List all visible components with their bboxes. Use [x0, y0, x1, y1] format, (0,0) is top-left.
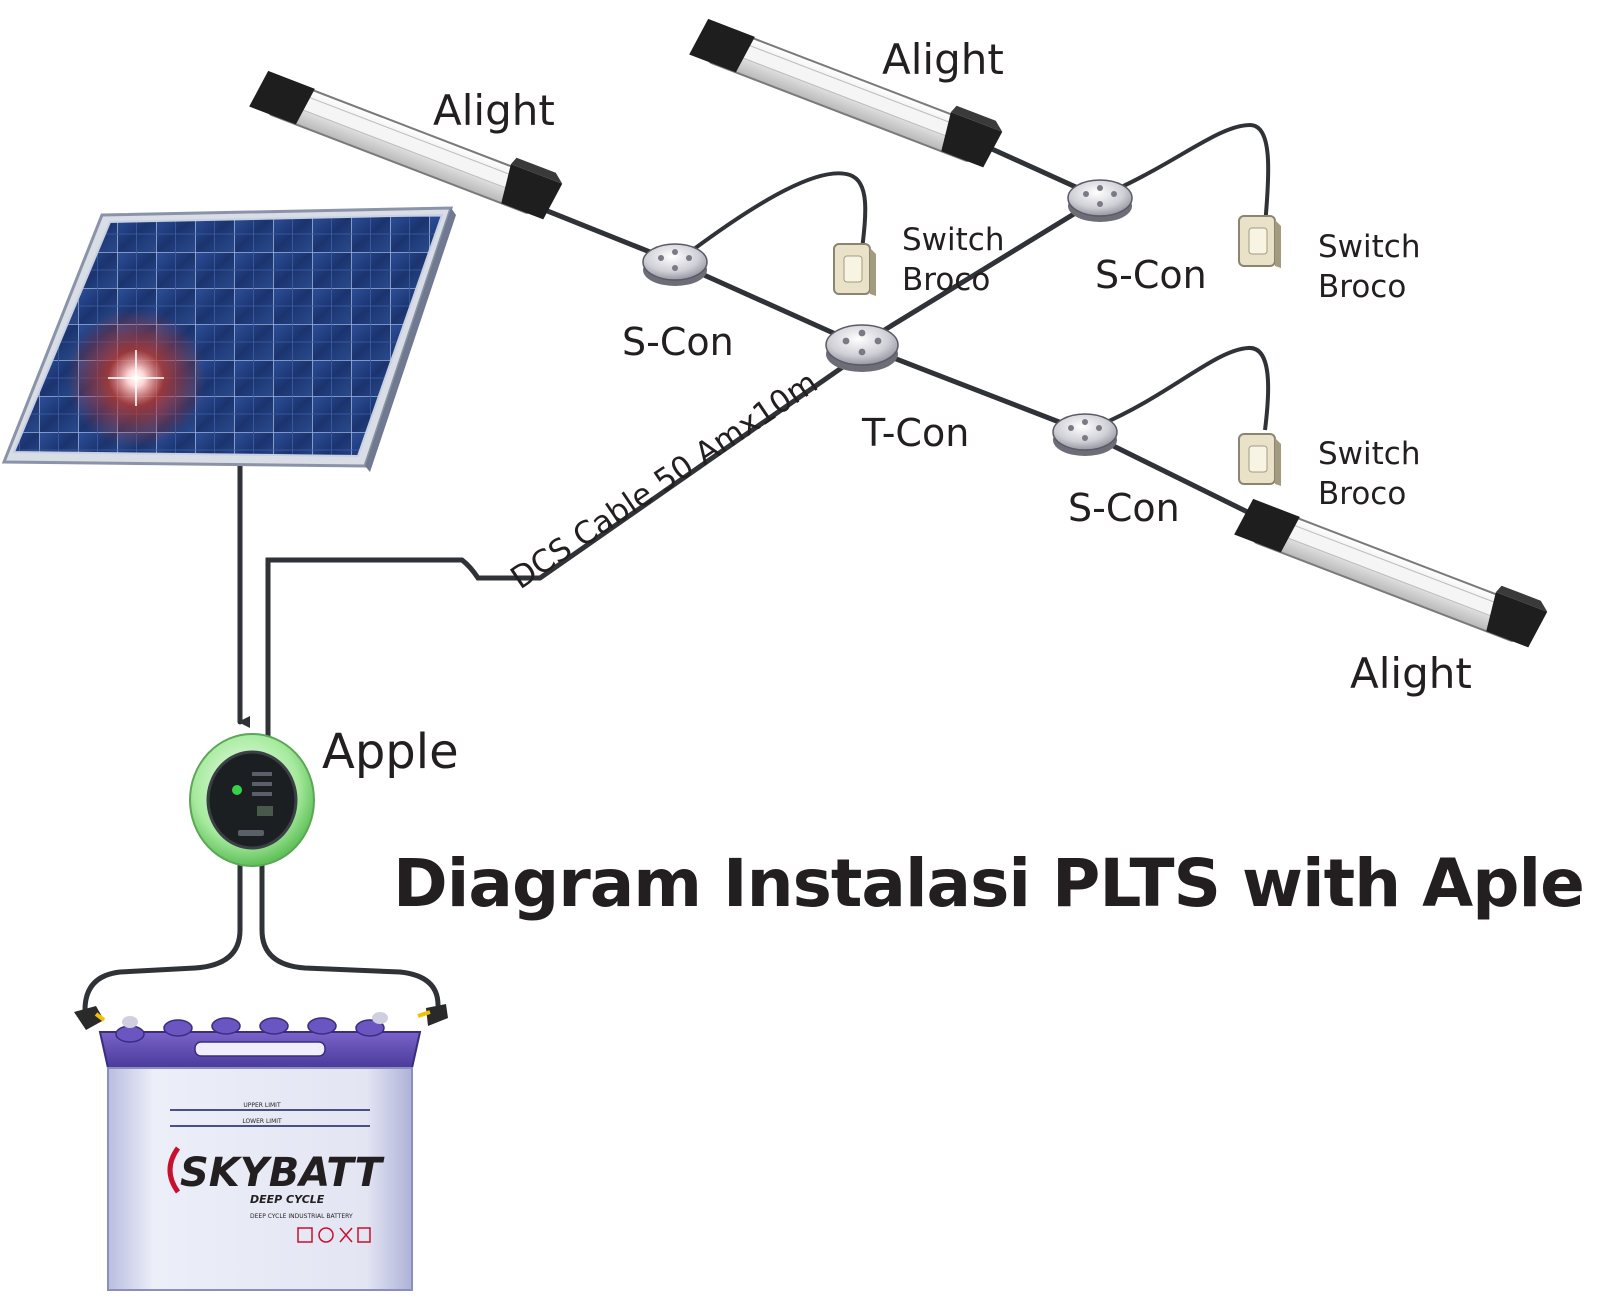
label-lamp-1: Alight — [433, 86, 555, 135]
label-s-con-1: S-Con — [622, 320, 734, 364]
switch-2 — [1238, 215, 1281, 268]
wire-tcon-scon2 — [857, 195, 1103, 348]
battery-tagline: DEEP CYCLE INDUSTRIAL BATTERY — [250, 1213, 353, 1220]
battery-subtitle: DEEP CYCLE — [250, 1193, 325, 1206]
s-con-1 — [642, 243, 708, 286]
wire-scon2-switch2 — [1114, 122, 1271, 226]
lamp-2 — [689, 18, 1003, 168]
switch-1 — [833, 243, 876, 296]
battery-cert-icons — [297, 1227, 371, 1243]
label-t-con: T-Con — [861, 411, 969, 455]
label-switch-2-line2: Broco — [1318, 269, 1406, 305]
label-controller: Apple — [322, 724, 459, 780]
diagram-title: Diagram Instalasi PLTS with Aple — [393, 845, 1584, 922]
label-switch-2-line1: Switch — [1318, 229, 1421, 265]
wire-controller-battery-left — [82, 859, 243, 1013]
battery-upper-limit: UPPER LIMIT — [243, 1102, 281, 1109]
wire-scon3-switch3 — [1099, 346, 1271, 431]
wire-scon1-tcon — [672, 259, 863, 348]
s-con-3 — [1052, 413, 1118, 456]
switch-3 — [1238, 433, 1281, 486]
wire-controller-battery-right — [259, 859, 441, 1008]
label-dcs-cable: DCS Cable 50 Amx10m — [504, 365, 824, 597]
solar-panel — [1, 206, 456, 472]
battery: UPPER LIMIT LOWER LIMIT SKYBATT DEEP CYC… — [74, 1004, 448, 1291]
wire-tcon-scon3 — [857, 342, 1088, 435]
label-s-con-2: S-Con — [1095, 253, 1207, 297]
lamp-3 — [1234, 498, 1548, 648]
label-switch-1-line1: Switch — [902, 222, 1005, 258]
battery-brand: SKYBATT — [180, 1150, 385, 1196]
label-lamp-3: Alight — [1350, 649, 1472, 698]
wire-dcs-cable — [265, 352, 863, 741]
label-switch-3-line2: Broco — [1318, 476, 1406, 512]
label-s-con-3: S-Con — [1068, 486, 1180, 530]
battery-lower-limit: LOWER LIMIT — [242, 1118, 282, 1125]
s-con-2 — [1067, 179, 1133, 222]
t-con — [825, 324, 899, 372]
label-switch-1-line2: Broco — [902, 262, 990, 298]
wire-scon1-switch1 — [688, 171, 868, 254]
apple-controller — [189, 733, 315, 867]
label-lamp-2: Alight — [882, 35, 1004, 84]
label-switch-3-line1: Switch — [1318, 436, 1421, 472]
lamp-1 — [249, 70, 563, 220]
